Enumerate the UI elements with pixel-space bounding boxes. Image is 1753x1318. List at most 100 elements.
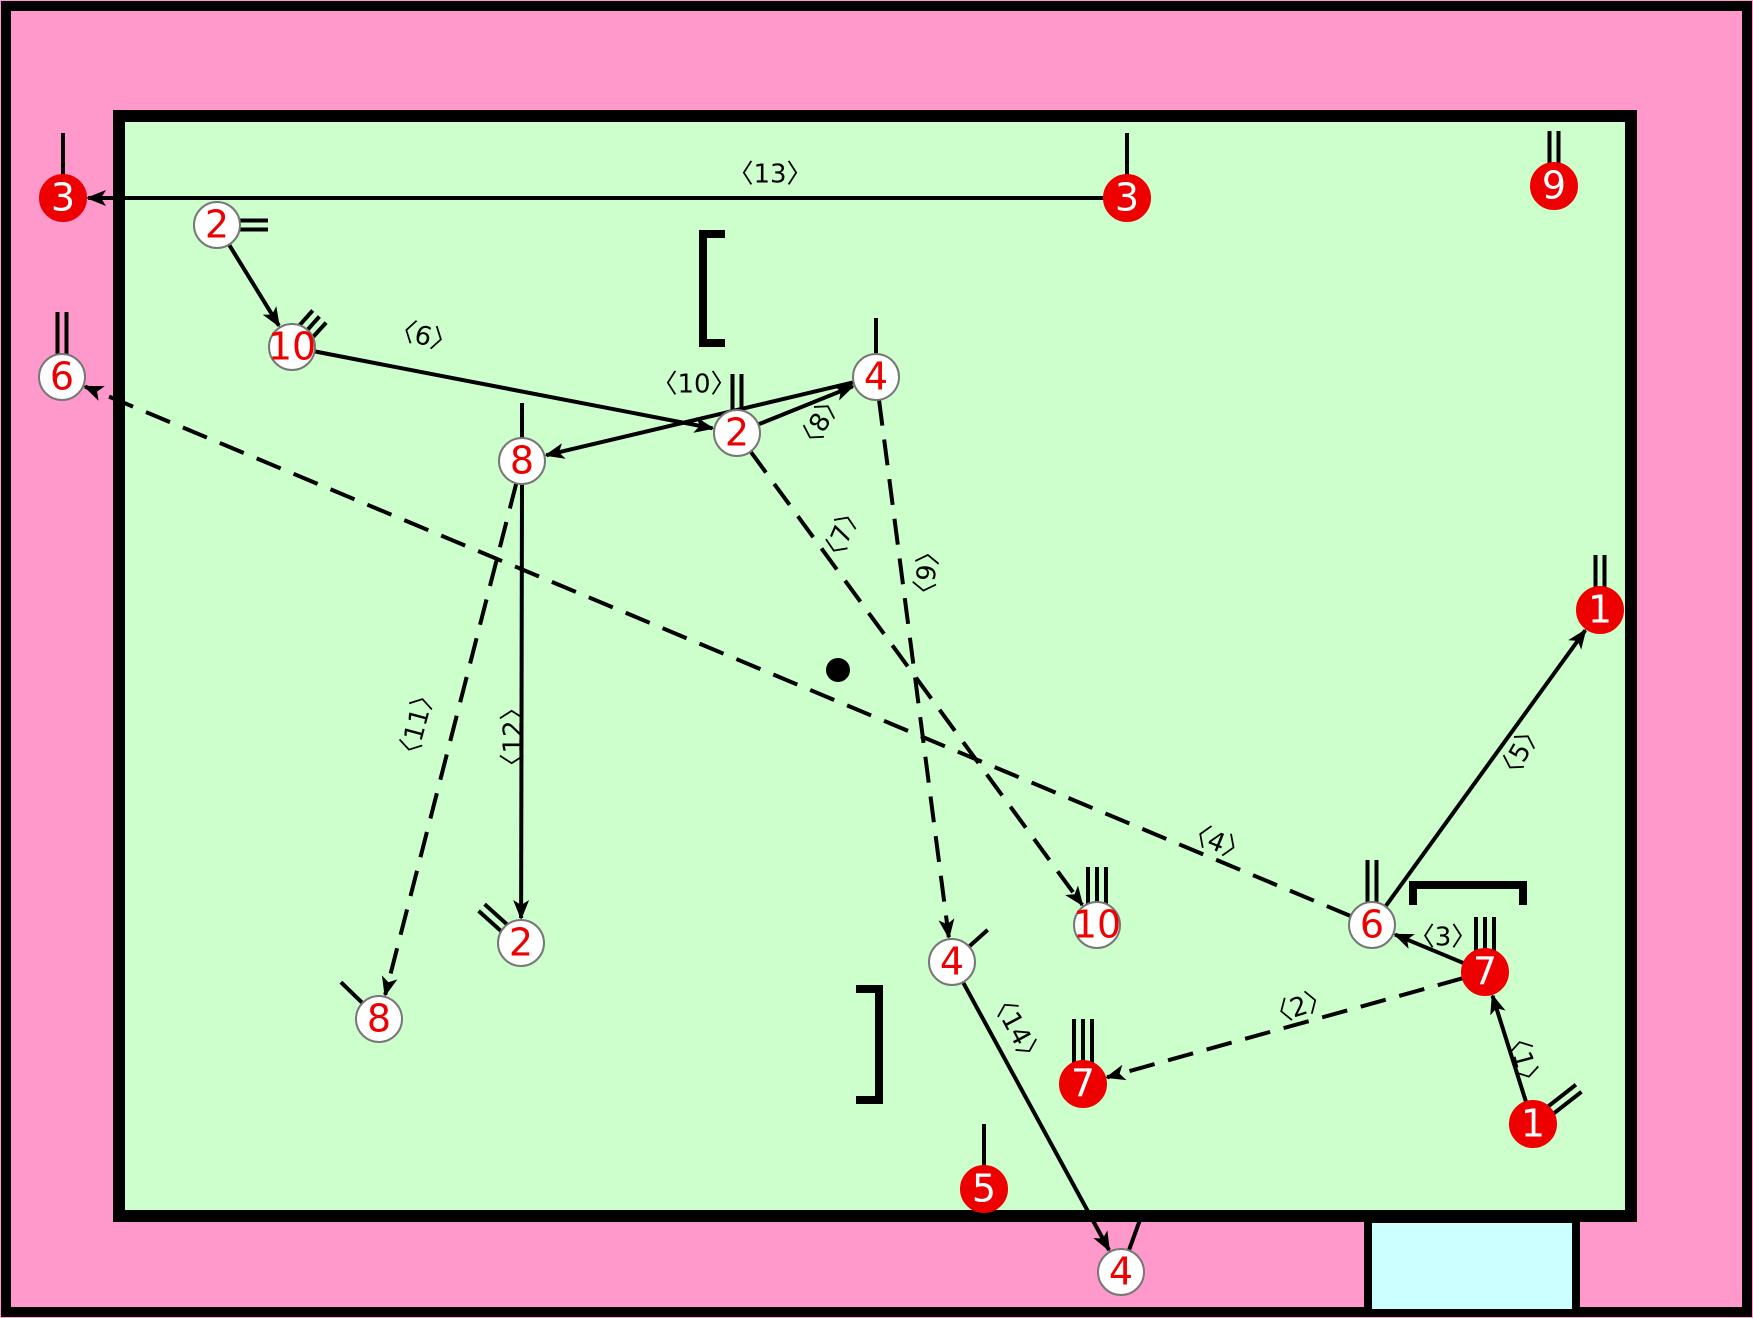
player-token	[355, 995, 403, 1043]
p-red-1-bottom-orientation-ticks	[1545, 1083, 1583, 1117]
p-red-7-right-orientation-ticks	[1474, 917, 1496, 951]
p-white-8-top[interactable]: 8	[498, 437, 546, 485]
p-white-2-bottom[interactable]: 2	[497, 919, 545, 967]
player-number: 1	[1521, 1102, 1545, 1146]
player-token	[1509, 1100, 1557, 1148]
player-number: 8	[510, 439, 534, 483]
player-token	[1576, 586, 1624, 634]
move-label-12: 〈12〉	[499, 694, 529, 779]
player-token	[928, 938, 976, 986]
p-red-9-orientation-ticks	[1547, 131, 1561, 165]
players-layer: 3 3 9 1 7 1 7 5 2 10 6 8 2 4 2 8 10 4 6 4	[38, 162, 1624, 1296]
p-red-3-top[interactable]: 3	[1103, 174, 1151, 222]
move-label-13: 〈13〉	[727, 160, 812, 190]
player-number: 9	[1542, 164, 1566, 208]
p-red-7-right[interactable]: 7	[1461, 948, 1509, 996]
p-white-2-center-orientation-ticks	[730, 374, 744, 412]
move-arrow-14	[961, 981, 1111, 1252]
player-number: 2	[205, 203, 229, 247]
p-white-10-topleft[interactable]: 10	[268, 323, 316, 371]
player-number: 4	[864, 355, 888, 399]
player-token	[498, 437, 546, 485]
player-number: 4	[1109, 1250, 1133, 1294]
p-white-2-center[interactable]: 2	[713, 409, 761, 457]
move-arrow-4	[83, 384, 1352, 918]
player-number: 6	[1360, 903, 1384, 947]
player-token	[39, 174, 87, 222]
player-number: 7	[1071, 1062, 1095, 1106]
move-label-3: 〈3〉	[1409, 923, 1478, 953]
player-number: 6	[50, 355, 74, 399]
p-white-4-out-orientation-ticks	[1126, 1219, 1142, 1253]
player-token	[1073, 901, 1121, 949]
move-label-10: 〈10〉	[651, 370, 736, 400]
move-arrow-12	[513, 483, 530, 920]
move-arrow-10	[544, 380, 855, 459]
player-token	[852, 353, 900, 401]
p-white-4-top[interactable]: 4	[852, 353, 900, 401]
p-red-7-center[interactable]: 7	[1059, 1060, 1107, 1108]
p-red-3-left[interactable]: 3	[39, 174, 87, 222]
door-zone	[1364, 1215, 1580, 1317]
move-arrow-1	[1490, 993, 1529, 1103]
p-white-8-bottom-orientation-ticks	[339, 980, 366, 1006]
player-token	[1059, 1060, 1107, 1108]
p-white-4-mid[interactable]: 4	[928, 938, 976, 986]
p-white-4-mid-orientation-ticks	[966, 928, 990, 950]
player-token	[1348, 901, 1396, 949]
player-number: 5	[972, 1167, 996, 1211]
player-number: 3	[1115, 176, 1139, 220]
move-arrow-6	[314, 349, 715, 433]
player-token	[193, 201, 241, 249]
p-white-10-topleft-orientation-ticks	[297, 309, 328, 339]
p-white-6-left[interactable]: 6	[38, 353, 86, 401]
player-number: 2	[725, 411, 749, 455]
player-token	[268, 323, 316, 371]
move-arrow-2	[1105, 976, 1464, 1081]
p-red-7-center-orientation-ticks	[1072, 1019, 1094, 1063]
player-number: 10	[1073, 903, 1121, 947]
ball	[826, 658, 850, 682]
player-token	[1103, 174, 1151, 222]
orientation-ticks-layer	[55, 131, 1607, 1253]
player-number: 4	[940, 940, 964, 984]
p-white-2-topleft-orientation-ticks	[238, 218, 268, 232]
move-arrow-3	[1393, 932, 1465, 966]
p-red-5[interactable]: 5	[960, 1165, 1008, 1213]
player-token	[1530, 162, 1578, 210]
p-red-1-right[interactable]: 1	[1576, 586, 1624, 634]
moves-layer	[83, 190, 1587, 1252]
p-white-10-bottom[interactable]: 10	[1073, 901, 1121, 949]
player-token	[38, 353, 86, 401]
player-token	[497, 919, 545, 967]
goal-bracket-top	[699, 230, 725, 347]
goal-bracket-right	[1409, 881, 1527, 905]
p-white-6-right-orientation-ticks	[1365, 860, 1379, 904]
player-number: 1	[1588, 588, 1612, 632]
p-white-10-bottom-orientation-ticks	[1086, 867, 1108, 904]
p-white-6-right[interactable]: 6	[1348, 901, 1396, 949]
move-arrow-9	[877, 399, 955, 940]
p-white-2-topleft[interactable]: 2	[193, 201, 241, 249]
player-number: 10	[268, 325, 316, 369]
p-white-2-bottom-orientation-ticks	[477, 902, 510, 934]
player-number: 2	[509, 921, 533, 965]
p-red-1-right-orientation-ticks	[1593, 555, 1607, 589]
p-red-1-bottom[interactable]: 1	[1509, 1100, 1557, 1148]
p-red-9[interactable]: 9	[1530, 162, 1578, 210]
player-token	[1461, 948, 1509, 996]
p-white-6-left-orientation-ticks	[55, 312, 69, 356]
move-arrow-8	[757, 384, 855, 427]
player-token	[713, 409, 761, 457]
player-number: 7	[1473, 950, 1497, 994]
goal-bracket-bottom	[856, 985, 883, 1104]
move-arrow-11	[381, 482, 519, 997]
p-white-4-out[interactable]: 4	[1097, 1248, 1145, 1296]
player-token	[1097, 1248, 1145, 1296]
player-number: 3	[51, 176, 75, 220]
player-token	[960, 1165, 1008, 1213]
player-number: 8	[367, 997, 391, 1041]
move-arrow-15	[227, 243, 281, 328]
p-white-8-bottom[interactable]: 8	[355, 995, 403, 1043]
